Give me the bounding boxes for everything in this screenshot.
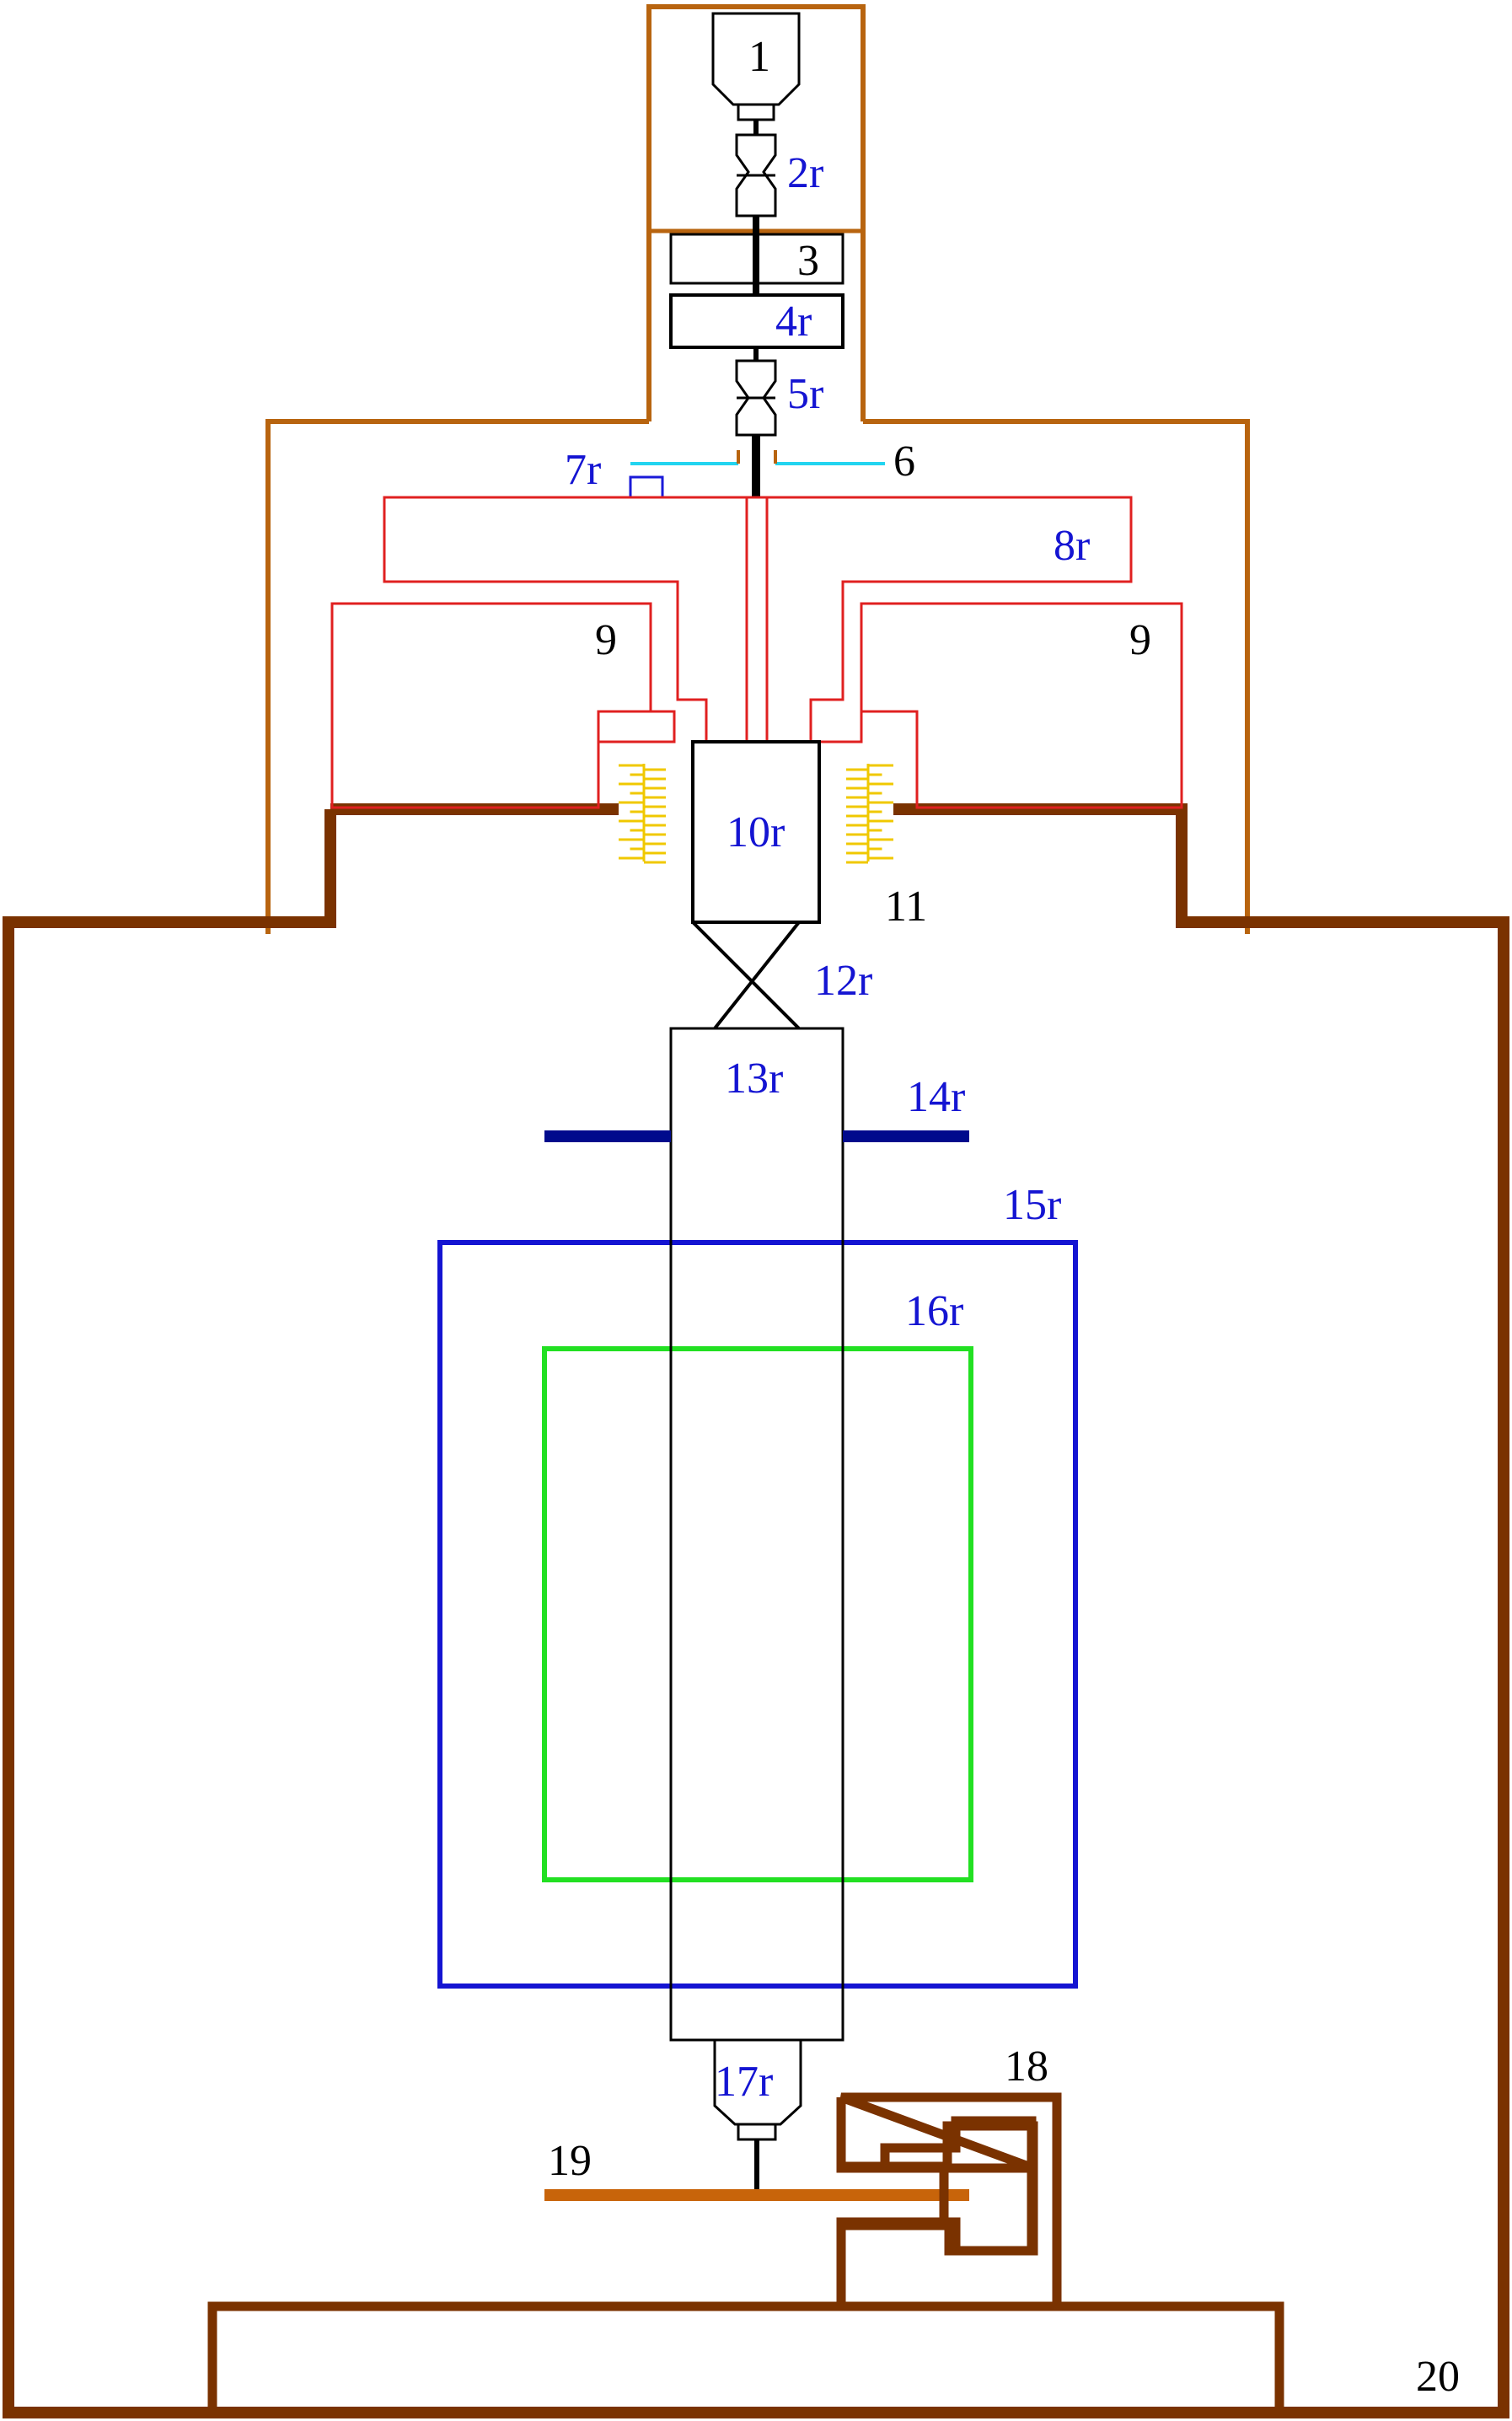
label-2r: 2r — [787, 149, 823, 197]
rotor-10r — [691, 740, 821, 924]
label-12r: 12r — [814, 957, 872, 1005]
label-15r: 15r — [1003, 1181, 1061, 1229]
cross-coupling-a — [691, 921, 801, 1030]
label-19: 19 — [548, 2137, 592, 2185]
motor-component — [711, 12, 801, 106]
red-enclosure-8r — [383, 496, 1133, 743]
clamp-18-top-jaw — [843, 2121, 1038, 2256]
coupling-5r — [735, 359, 777, 437]
yellow-fins-left — [619, 764, 666, 864]
blue-frame-15r — [437, 1240, 1078, 1989]
base-plinth — [207, 2301, 1284, 2418]
lower-housing-frame-right — [863, 419, 1250, 934]
label-11: 11 — [885, 883, 927, 931]
bearing-housing-3 — [669, 233, 844, 285]
label-6: 6 — [893, 437, 915, 486]
red-chamber-9-left — [330, 602, 676, 809]
label-5r: 5r — [787, 370, 823, 418]
label-7r: 7r — [565, 446, 601, 494]
label-8r: 8r — [1054, 522, 1090, 570]
coupling-2r — [735, 133, 777, 217]
green-frame-16r — [542, 1346, 973, 1882]
component-17r — [713, 2038, 802, 2126]
lower-housing-frame — [265, 419, 649, 934]
label-18: 18 — [1005, 2043, 1048, 2091]
label-16r: 16r — [905, 1287, 963, 1335]
label-9-right: 9 — [1129, 616, 1151, 664]
yellow-fins-right — [846, 764, 893, 864]
label-14r: 14r — [907, 1073, 965, 1121]
label-13r: 13r — [725, 1055, 783, 1103]
component-17r-stub — [737, 2123, 777, 2141]
sensor-7r — [629, 475, 664, 499]
shaft-housing-13r — [669, 1027, 844, 2042]
label-3: 3 — [797, 237, 819, 285]
label-1: 1 — [748, 33, 770, 81]
motor-shaft-stub — [737, 103, 775, 121]
gearbox-4r — [669, 293, 844, 349]
label-4r: 4r — [775, 298, 812, 346]
red-chamber-9-right-inner — [811, 711, 863, 743]
label-17r: 17r — [715, 2058, 773, 2106]
cross-coupling-b — [713, 921, 801, 1030]
label-9-left: 9 — [595, 616, 617, 664]
label-20: 20 — [1416, 2353, 1460, 2401]
main-chamber-frame — [3, 803, 1509, 2418]
red-chamber-9-left-notch — [597, 710, 651, 808]
label-10r: 10r — [727, 808, 785, 856]
upper-housing-frame — [646, 4, 866, 421]
